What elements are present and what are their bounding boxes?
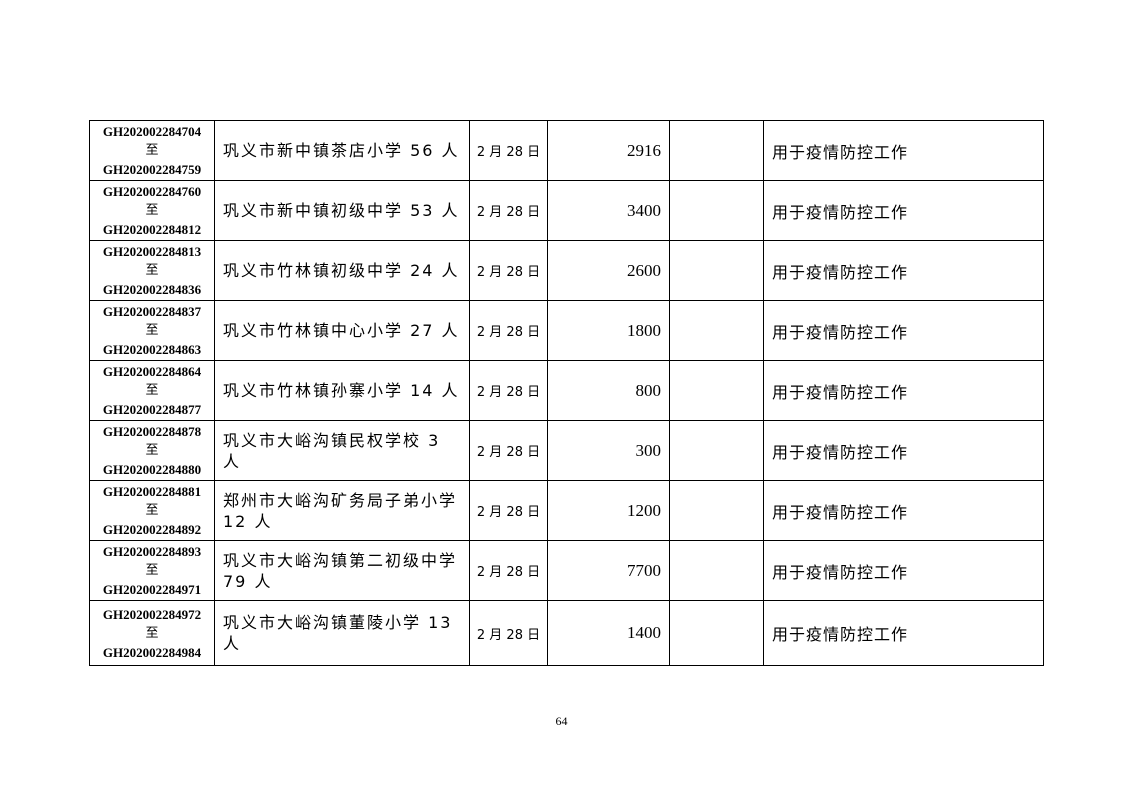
donor-unit-cell: 巩义市新中镇茶店小学 56 人 [214,120,470,181]
purpose-cell: 用于疫情防控工作 [763,420,1044,481]
donor-unit-cell: 巩义市大峪沟镇董陵小学 13 人 [214,600,470,666]
table-row: GH202002284893 至 GH202002284971 巩义市大峪沟镇第… [89,540,1044,601]
table-row: GH202002284864 至 GH202002284877 巩义市竹林镇孙寨… [89,360,1044,421]
amount-cell: 1800 [547,300,670,361]
donor-unit-cell: 巩义市竹林镇初级中学 24 人 [214,240,470,301]
receipt-code-range-cell: GH202002284864 至 GH202002284877 [89,360,215,421]
receipt-code-range-cell: GH202002284760 至 GH202002284812 [89,180,215,241]
date-cell: 2 月 28 日 [469,420,548,481]
purpose-cell: 用于疫情防控工作 [763,300,1044,361]
blank-cell [669,480,764,541]
receipt-code-end: GH202002284984 [102,644,202,660]
amount-cell: 1400 [547,600,670,666]
donor-unit-cell: 巩义市大峪沟镇第二初级中学 79 人 [214,540,470,601]
table-row: GH202002284837 至 GH202002284863 巩义市竹林镇中心… [89,300,1044,361]
range-separator: 至 [145,263,159,278]
receipt-code-start: GH202002284972 [102,606,202,622]
date-cell: 2 月 28 日 [469,120,548,181]
receipt-code-range-cell: GH202002284893 至 GH202002284971 [89,540,215,601]
table-row: GH202002284878 至 GH202002284880 巩义市大峪沟镇民… [89,420,1044,481]
purpose-cell: 用于疫情防控工作 [763,540,1044,601]
receipt-code-end: GH202002284880 [102,462,202,477]
table-row: GH202002284813 至 GH202002284836 巩义市竹林镇初级… [89,240,1044,301]
donor-unit-cell: 郑州市大峪沟矿务局子弟小学 12 人 [214,480,470,541]
purpose-cell: 用于疫情防控工作 [763,120,1044,181]
receipt-code-range-cell: GH202002284837 至 GH202002284863 [89,300,215,361]
range-separator: 至 [145,503,159,518]
amount-cell: 300 [547,420,670,481]
receipt-code-end: GH202002284863 [102,342,202,357]
receipt-code-start: GH202002284760 [102,184,202,199]
table-row: GH202002284972 至 GH202002284984 巩义市大峪沟镇董… [89,600,1044,666]
table-row: GH202002284760 至 GH202002284812 巩义市新中镇初级… [89,180,1044,241]
date-cell: 2 月 28 日 [469,360,548,421]
blank-cell [669,540,764,601]
receipt-code-start: GH202002284864 [102,364,202,379]
amount-cell: 800 [547,360,670,421]
purpose-cell: 用于疫情防控工作 [763,600,1044,666]
blank-cell [669,120,764,181]
range-separator: 至 [145,443,159,458]
blank-cell [669,600,764,666]
blank-cell [669,240,764,301]
range-separator: 至 [145,323,159,338]
receipt-code-end: GH202002284836 [102,282,202,297]
receipt-code-start: GH202002284878 [102,424,202,439]
donor-unit-cell: 巩义市新中镇初级中学 53 人 [214,180,470,241]
receipt-code-range-cell: GH202002284813 至 GH202002284836 [89,240,215,301]
date-cell: 2 月 28 日 [469,540,548,601]
receipt-code-end: GH202002284892 [102,522,202,537]
range-separator: 至 [145,563,159,578]
blank-cell [669,360,764,421]
page-number: 64 [555,714,568,728]
blank-cell [669,180,764,241]
amount-cell: 1200 [547,480,670,541]
receipt-code-range-cell: GH202002284881 至 GH202002284892 [89,480,215,541]
range-separator: 至 [145,625,159,641]
receipt-code-end: GH202002284971 [102,582,202,597]
purpose-cell: 用于疫情防控工作 [763,480,1044,541]
table-row: GH202002284704 至 GH202002284759 巩义市新中镇茶店… [89,120,1044,181]
receipt-code-end: GH202002284812 [102,222,202,237]
range-separator: 至 [145,203,159,218]
receipt-code-start: GH202002284837 [102,304,202,319]
table-row: GH202002284881 至 GH202002284892 郑州市大峪沟矿务… [89,480,1044,541]
blank-cell [669,300,764,361]
date-cell: 2 月 28 日 [469,180,548,241]
range-separator: 至 [145,143,159,158]
donor-unit-cell: 巩义市竹林镇中心小学 27 人 [214,300,470,361]
receipt-code-start: GH202002284813 [102,244,202,259]
date-cell: 2 月 28 日 [469,240,548,301]
donation-table-body: GH202002284704 至 GH202002284759 巩义市新中镇茶店… [89,120,1044,666]
amount-cell: 2600 [547,240,670,301]
purpose-cell: 用于疫情防控工作 [763,240,1044,301]
receipt-code-range-cell: GH202002284878 至 GH202002284880 [89,420,215,481]
blank-cell [669,420,764,481]
receipt-code-start: GH202002284893 [102,544,202,559]
receipt-code-start: GH202002284881 [102,484,202,499]
amount-cell: 7700 [547,540,670,601]
range-separator: 至 [145,383,159,398]
donor-unit-cell: 巩义市大峪沟镇民权学校 3 人 [214,420,470,481]
receipt-code-start: GH202002284704 [102,124,202,139]
date-cell: 2 月 28 日 [469,480,548,541]
donation-table: GH202002284704 至 GH202002284759 巩义市新中镇茶店… [89,120,1044,666]
date-cell: 2 月 28 日 [469,300,548,361]
amount-cell: 2916 [547,120,670,181]
purpose-cell: 用于疫情防控工作 [763,360,1044,421]
receipt-code-end: GH202002284759 [102,162,202,177]
receipt-code-range-cell: GH202002284972 至 GH202002284984 [89,600,215,666]
amount-cell: 3400 [547,180,670,241]
date-cell: 2 月 28 日 [469,600,548,666]
purpose-cell: 用于疫情防控工作 [763,180,1044,241]
receipt-code-range-cell: GH202002284704 至 GH202002284759 [89,120,215,181]
donor-unit-cell: 巩义市竹林镇孙寨小学 14 人 [214,360,470,421]
receipt-code-end: GH202002284877 [102,402,202,417]
